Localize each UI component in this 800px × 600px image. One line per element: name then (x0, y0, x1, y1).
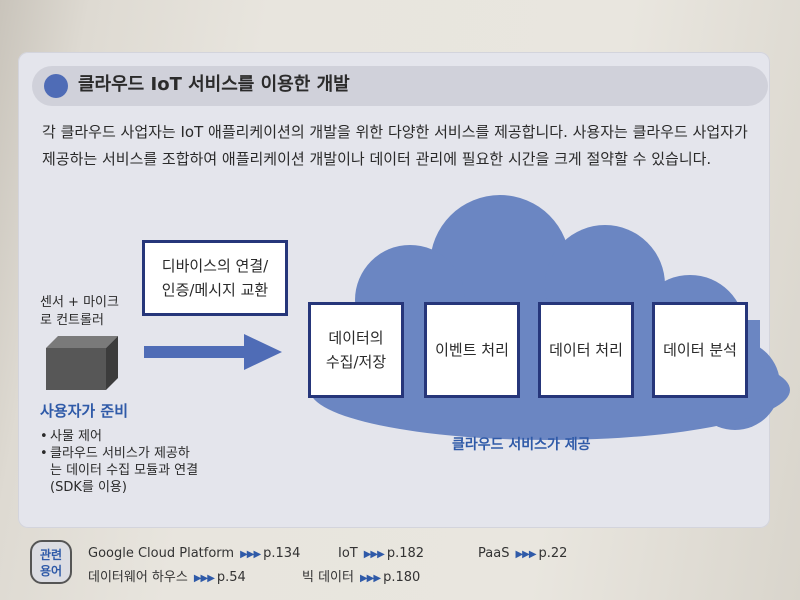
related-term-link[interactable]: Google Cloud Platform ▶▶▶p.134 (88, 546, 300, 561)
related-term-name: PaaS (478, 546, 510, 561)
related-term-link[interactable]: 빅 데이터 ▶▶▶p.180 (302, 566, 420, 585)
related-terms-badge: 관련 용어 (30, 540, 72, 584)
service-box-processing-label: 데이터 처리 (549, 341, 623, 359)
related-term-name: 빅 데이터 (302, 570, 354, 585)
user-prep-item-2-line-3: (SDK를 이용) (50, 480, 127, 495)
cloud-caption: 클라우드 서비스가 제공 (452, 437, 591, 453)
related-term-name: 데이터웨어 하우스 (88, 570, 188, 585)
page-ref-arrow-icon: ▶▶▶ (515, 549, 536, 560)
service-box-collect-line-2: 수집/저장 (325, 353, 387, 371)
service-box-event-label: 이벤트 처리 (435, 341, 509, 359)
service-box-analysis-label: 데이터 분석 (663, 341, 737, 359)
intro-line-2: 제공하는 서비스를 조합하여 애플리케이션 개발이나 데이터 관리에 필요한 시… (42, 150, 712, 168)
device-connect-box: 디바이스의 연결/ 인증/메시지 교환 (142, 240, 288, 316)
page-ref-arrow-icon: ▶▶▶ (363, 549, 385, 560)
list-item: •사물 제어 (40, 429, 102, 444)
related-term-name: IoT (338, 546, 358, 561)
page-ref-arrow-icon: ▶▶▶ (193, 573, 215, 584)
page-ref-arrow-icon: ▶▶▶ (240, 549, 261, 560)
related-term-page: p.182 (386, 546, 425, 561)
related-term-link[interactable]: 데이터웨어 하우스 ▶▶▶p.54 (88, 566, 246, 585)
related-term-page: p.134 (263, 546, 301, 561)
section-title: 클라우드 IoT 서비스를 이용한 개발 (78, 74, 350, 95)
service-box-event: 이벤트 처리 (424, 302, 520, 398)
intro-line-1: 각 클라우드 사업자는 IoT 애플리케이션의 개발을 위한 다양한 서비스를 … (42, 123, 748, 141)
user-prep-list: •사물 제어 •클라우드 서비스가 제공하 는 데이터 수집 모듈과 연결 (S… (40, 428, 240, 496)
related-term-page: p.54 (216, 570, 246, 585)
related-badge-line-2: 용어 (39, 564, 63, 578)
related-term-link[interactable]: PaaS ▶▶▶p.22 (478, 546, 567, 561)
page-ref-arrow-icon: ▶▶▶ (359, 573, 381, 584)
service-box-collect-line-1: 데이터의 (328, 329, 384, 347)
sensor-label-line-1: 센서 + 마이크 (40, 295, 119, 310)
service-box-collect-store: 데이터의 수집/저장 (308, 302, 404, 398)
sensor-label: 센서 + 마이크 로 컨트롤러 (40, 294, 160, 330)
intro-paragraph: 각 클라우드 사업자는 IoT 애플리케이션의 개발을 위한 다양한 서비스를 … (42, 119, 762, 173)
device-connect-line-2: 인증/메시지 교환 (161, 281, 269, 299)
device-connect-line-1: 디바이스의 연결/ (161, 257, 269, 275)
right-arrow-icon (144, 334, 282, 370)
related-term-page: p.180 (383, 570, 421, 585)
user-prep-item-1: 사물 제어 (50, 429, 102, 444)
related-term-link[interactable]: IoT ▶▶▶p.182 (338, 546, 424, 561)
section-header (32, 66, 768, 106)
list-item: •클라우드 서비스가 제공하 는 데이터 수집 모듈과 연결 (SDK를 이용) (40, 445, 240, 496)
user-prep-item-2-line-2: 는 데이터 수집 모듈과 연결 (50, 463, 199, 478)
related-terms: 관련 용어 Google Cloud Platform▶▶▶p.134 데이터웨… (30, 540, 790, 596)
user-prep-title: 사용자가 준비 (40, 402, 129, 420)
related-term-page: p.22 (538, 546, 568, 561)
related-badge-line-1: 관련 (39, 548, 63, 562)
user-prep-item-2-line-1: 클라우드 서비스가 제공하 (50, 446, 190, 461)
header-bullet-icon (44, 74, 68, 98)
sensor-label-line-2: 로 컨트롤러 (40, 313, 104, 328)
device-cube-icon (46, 336, 118, 390)
service-box-data-analysis: 데이터 분석 (652, 302, 748, 398)
related-term-name: Google Cloud Platform (88, 546, 235, 561)
service-box-data-processing: 데이터 처리 (538, 302, 634, 398)
